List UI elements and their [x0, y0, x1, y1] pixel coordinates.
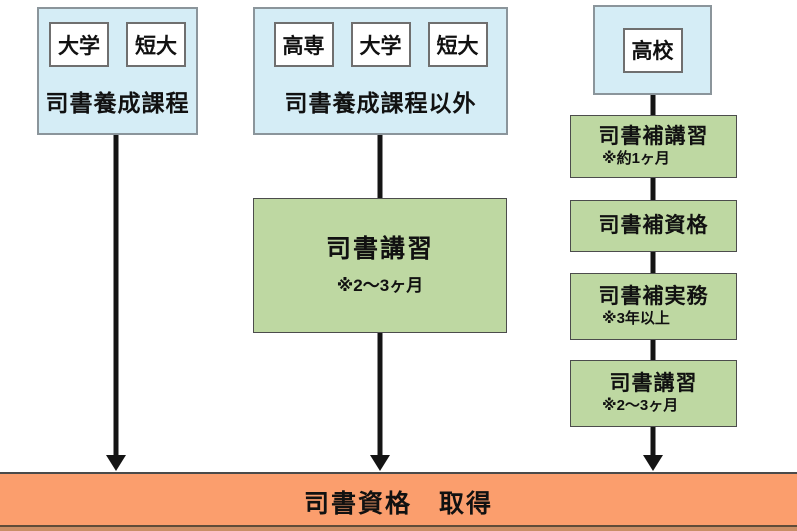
connector-line [650, 178, 656, 200]
step-box-librarian-course-right: 司書講習 ※2～3ヶ月 [570, 360, 737, 427]
arrow-right-head [643, 455, 663, 471]
connector-line [650, 252, 656, 273]
result-text: 司書資格 取得 [303, 490, 493, 518]
step-box-assistant-qualification: 司書補資格 [570, 200, 737, 252]
chip-university-label: 大学 [58, 34, 100, 58]
chip-junior-college: 短大 [126, 22, 186, 67]
step-title: 司書補実務 [598, 285, 709, 309]
institution-chips: 高校 [622, 27, 683, 73]
step-title: 司書講習 [609, 372, 698, 396]
institution-chips: 大学 短大 [49, 22, 186, 67]
arrow-middle-shaft [377, 333, 383, 456]
chip-university: 大学 [350, 22, 411, 67]
arrow-left-shaft [113, 135, 119, 456]
connector-line [650, 340, 656, 360]
chip-high-school-label: 高校 [631, 40, 674, 63]
step-box-librarian-course: 司書講習 ※2～3ヶ月 [253, 198, 507, 333]
step-title: 司書補資格 [598, 213, 709, 237]
arrow-right-shaft [650, 427, 656, 456]
divider [0, 525, 797, 531]
institution-chips: 高専 大学 短大 [273, 22, 488, 67]
result-bar: 司書資格 取得 [0, 472, 797, 531]
step-title: 司書補講習 [598, 125, 709, 149]
chip-junior-college: 短大 [427, 22, 488, 67]
source-box-non-training-course: 高専 大学 短大 司書養成課程以外 [253, 7, 508, 135]
chip-junior-college-label: 短大 [436, 34, 479, 58]
connector-line [377, 135, 383, 198]
step-note: ※2～3ヶ月 [336, 275, 424, 295]
chip-kosen-label: 高専 [282, 34, 325, 58]
step-box-assistant-practice: 司書補実務 ※3年以上 [570, 273, 737, 340]
arrow-left-head [106, 455, 126, 471]
step-box-assistant-course: 司書補講習 ※約1ヶ月 [570, 115, 737, 178]
source-box-training-course: 大学 短大 司書養成課程 [37, 7, 198, 135]
step-note: ※2～3ヶ月 [602, 396, 679, 414]
connector-line [650, 95, 656, 115]
column-label-training-course: 司書養成課程 [45, 90, 190, 116]
source-box-high-school: 高校 [593, 5, 712, 95]
chip-kosen: 高専 [273, 22, 334, 67]
chip-university-label: 大学 [359, 34, 402, 58]
arrow-middle-head [370, 455, 390, 471]
step-note: ※約1ヶ月 [602, 149, 670, 167]
step-note: ※3年以上 [602, 309, 670, 327]
column-label-non-training-course: 司書養成課程以外 [284, 90, 477, 116]
chip-high-school: 高校 [622, 27, 683, 73]
chip-university: 大学 [49, 22, 109, 67]
chip-junior-college-label: 短大 [135, 34, 177, 58]
step-title: 司書講習 [325, 234, 434, 263]
